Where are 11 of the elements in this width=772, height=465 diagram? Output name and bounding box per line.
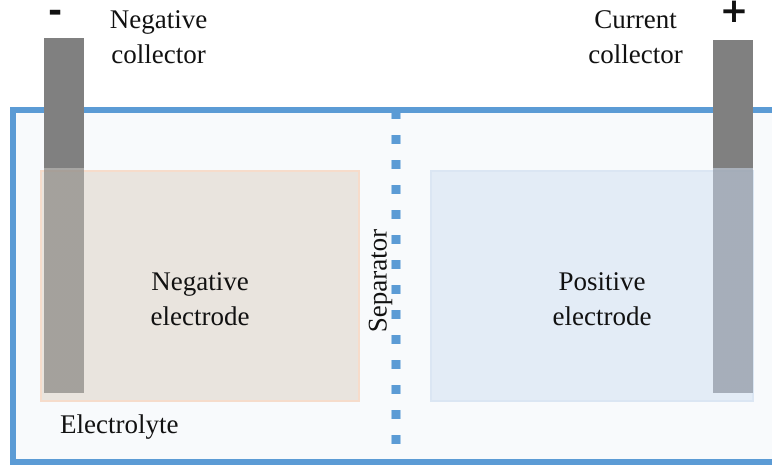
collector-label: Negative collector	[108, 3, 208, 72]
terminal-sign: +	[719, 0, 749, 28]
collector-bar	[44, 38, 84, 393]
collector-bar	[713, 40, 753, 393]
separator-label: Separator	[361, 228, 394, 334]
electrode-label: Positive electrode	[552, 265, 652, 334]
electrolyte-container	[10, 107, 772, 465]
electrolyte-label: Electrolyte	[60, 408, 178, 441]
electrode-label: Negative electrode	[150, 265, 250, 334]
terminal-sign: -	[46, 0, 64, 28]
collector-label: Current collector	[587, 3, 684, 72]
